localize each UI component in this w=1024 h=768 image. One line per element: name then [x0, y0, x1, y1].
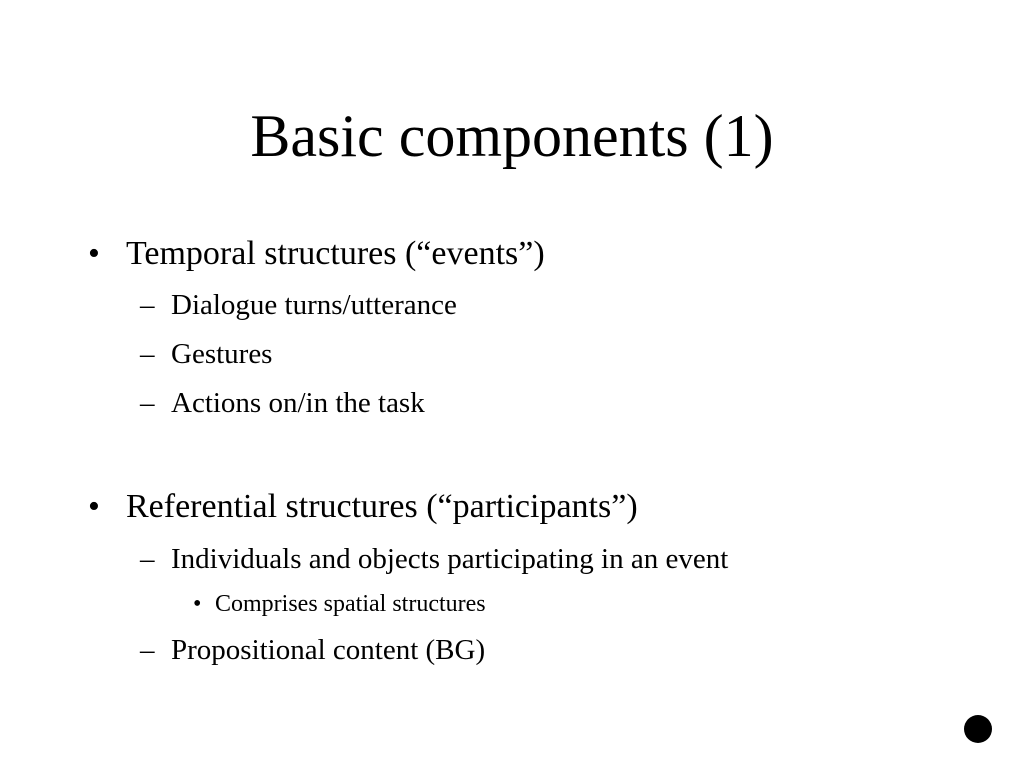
subitem-gestures: Gestures [171, 338, 273, 370]
corner-dot-icon [964, 715, 992, 743]
subitem-dialogue-turns: Dialogue turns/utterance [171, 289, 457, 321]
bullet-referential-structures: Referential structures (“participants”) [126, 488, 638, 525]
bullet-temporal-structures: Temporal structures (“events”) [126, 235, 545, 272]
bullet-marker: • [88, 488, 100, 525]
slide-title: Basic components (1) [250, 103, 774, 169]
subitem-individuals-objects: Individuals and objects participating in… [171, 543, 729, 575]
dash-marker: – [140, 289, 155, 321]
small-bullet-marker: • [193, 591, 202, 617]
subsubitem-spatial-structures: Comprises spatial structures [215, 591, 486, 617]
dash-marker: – [140, 543, 155, 575]
subitem-propositional-content: Propositional content (BG) [171, 634, 486, 666]
dash-marker: – [140, 387, 155, 419]
dash-marker: – [140, 338, 155, 370]
bullet-marker: • [88, 235, 100, 272]
subitem-actions-task: Actions on/in the task [171, 387, 425, 419]
dash-marker: – [140, 634, 155, 666]
